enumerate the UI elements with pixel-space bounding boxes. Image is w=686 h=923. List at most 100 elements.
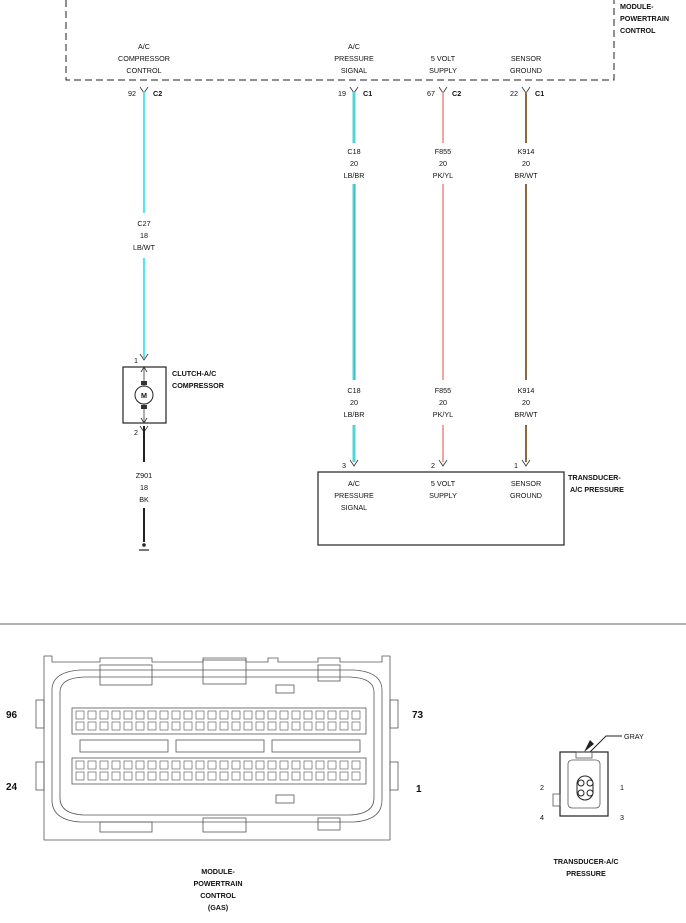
transducer-pin-3: 3 (342, 461, 346, 470)
wire-f855-color-b: PK/YL (433, 410, 453, 419)
pin-cavity (159, 771, 169, 781)
pin-cavity (87, 760, 97, 770)
transducer-view-pin-4: 4 (540, 813, 544, 822)
clutch-name-2: COMPRESSOR (172, 381, 225, 390)
pin-cavity (75, 771, 85, 781)
pin-cavity (327, 760, 337, 770)
gray-callout-arrow-icon (584, 740, 594, 752)
pin-cavity (99, 710, 109, 720)
wire-c18-gauge-b: 20 (350, 398, 358, 407)
wire-k914-gauge-a: 20 (522, 159, 530, 168)
pin-cavity (123, 771, 133, 781)
pcm-connector-view (35, 655, 399, 841)
pin-cavity (87, 710, 97, 720)
pin-cavity (267, 771, 277, 781)
transducer-connector-view (552, 751, 609, 817)
wire-c27-gauge: 18 (140, 231, 148, 240)
pin-cavity (267, 721, 277, 731)
pin-cavity (207, 760, 217, 770)
pin-cavity (75, 721, 85, 731)
transducer-view-pin-2: 2 (540, 783, 544, 792)
pin-cavity (99, 721, 109, 731)
transducer-label-press-3: SIGNAL (341, 503, 367, 512)
pin-cavity (171, 710, 181, 720)
pin-cavity (291, 721, 301, 731)
pin-cavity (339, 771, 349, 781)
pin-cavity (351, 760, 361, 770)
pcm-view-name-4: (GAS) (208, 903, 229, 912)
pin-cavity (303, 771, 313, 781)
motor-symbol: M (141, 391, 147, 400)
clutch-pin-1: 1 (134, 356, 138, 365)
pin-cavity (315, 771, 325, 781)
pin-cavity (183, 721, 193, 731)
pcm-conn-c2-a: C2 (153, 89, 162, 98)
pin-cavity (279, 771, 289, 781)
pcm-corner-24: 24 (6, 782, 18, 793)
pcm-module-outline (65, 0, 615, 81)
pcm-corner-96: 96 (6, 710, 18, 721)
wire-c18-circuit-a: C18 (347, 147, 360, 156)
wire-z901-gauge: 18 (140, 483, 148, 492)
pin-cavity (75, 710, 85, 720)
pin-cavity (207, 710, 217, 720)
wire-f855-gauge-a: 20 (439, 159, 447, 168)
clutch-terminal-top (139, 353, 149, 361)
pin-cavity (195, 760, 205, 770)
pcm-name-line3: CONTROL (620, 26, 656, 35)
pcm-pin-label-comp-2: COMPRESSOR (118, 54, 170, 63)
pin-cavity (243, 760, 253, 770)
pin-cavity (255, 710, 265, 720)
pin-cavity (267, 710, 277, 720)
transducer-view-color: GRAY (624, 732, 644, 741)
gray-callout-line (589, 735, 622, 753)
clutch-arrow-up (140, 366, 148, 373)
wire-z901-circuit: Z901 (136, 471, 152, 480)
pin-cavity (99, 760, 109, 770)
pin-cavity (135, 771, 145, 781)
pin-cavity (219, 760, 229, 770)
pin-cavity (243, 771, 253, 781)
pcm-corner-1: 1 (416, 784, 422, 795)
pin-cavity (255, 721, 265, 731)
pin-cavity (123, 760, 133, 770)
transducer-label-5v-1: 5 VOLT (431, 479, 456, 488)
pcm-pin-label-press-3: SIGNAL (341, 66, 367, 75)
pin-cavity (315, 760, 325, 770)
pin-cavity (171, 721, 181, 731)
transducer-pin-2: 2 (431, 461, 435, 470)
pin-cavity (159, 721, 169, 731)
pin-cavity (327, 710, 337, 720)
motor-icon (134, 385, 154, 405)
pin-cavity (123, 721, 133, 731)
wire-k914-circuit-a: K914 (518, 147, 535, 156)
pin-cavity (243, 721, 253, 731)
pin-cavity (219, 771, 229, 781)
pin-cavity (147, 771, 157, 781)
pcm-pin-92: 92 (128, 89, 136, 98)
pin-cavity (183, 760, 193, 770)
transducer-label-5v-2: SUPPLY (429, 491, 457, 500)
pcm-terminal-marks (139, 86, 531, 94)
pcm-pin-label-comp-1: A/C (138, 42, 150, 51)
pin-cavity (255, 760, 265, 770)
transducer-label-press-2: PRESSURE (334, 491, 374, 500)
pin-cavity (111, 771, 121, 781)
transducer-label-press-1: A/C (348, 479, 360, 488)
pin-cavity (351, 721, 361, 731)
pcm-pin-label-press-1: A/C (348, 42, 360, 51)
pin-cavity (159, 710, 169, 720)
clutch-pin-2: 2 (134, 428, 138, 437)
wire-c18-color-a: LB/BR (344, 171, 365, 180)
pin-cavity (123, 710, 133, 720)
ground-dot (142, 543, 146, 547)
pcm-corner-73: 73 (412, 710, 424, 721)
clutch-brush-bottom (141, 405, 147, 409)
pin-cavity (183, 771, 193, 781)
pcm-pin-label-gnd-1: SENSOR (511, 54, 541, 63)
pin-cavity (135, 721, 145, 731)
pcm-pin-label-press-2: PRESSURE (334, 54, 374, 63)
pin-cavity (147, 721, 157, 731)
pin-cavity (219, 721, 229, 731)
